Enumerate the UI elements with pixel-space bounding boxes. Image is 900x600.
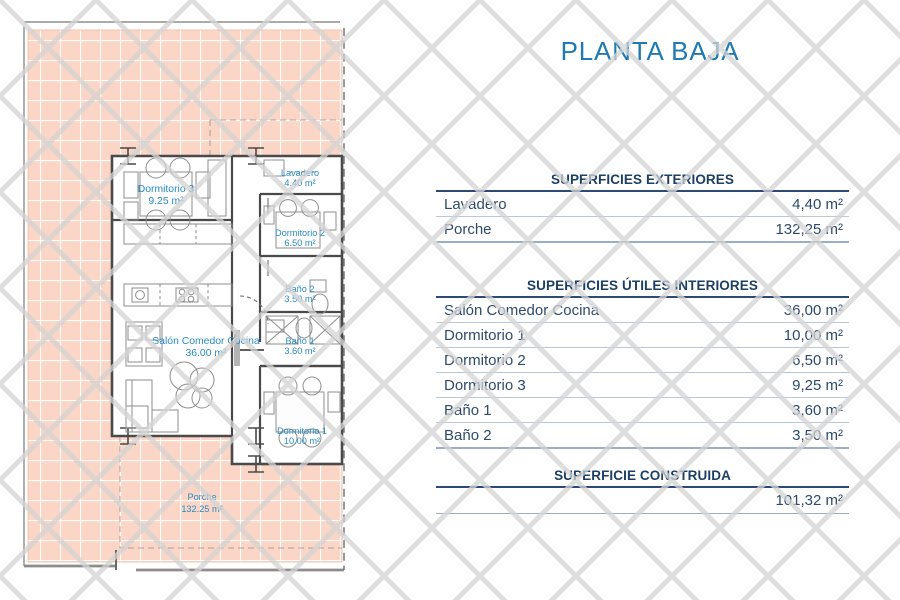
room-label-dormitorio2-area: 6.50 m²: [284, 238, 315, 248]
room-label-porche-name: Porche: [187, 492, 216, 502]
row-label: Lavadero: [444, 195, 507, 213]
floor-plan-panel: Dormitorio 3 9.25 m² Lavadero 4.40 m² Do…: [0, 0, 400, 600]
row-value: 6,50 m²: [792, 351, 843, 369]
row-value: 101,32 m²: [775, 492, 843, 509]
room-label-bano2-name: Baño 2: [285, 284, 314, 294]
row-value: 36,00 m²: [783, 301, 843, 319]
table-row: Baño 1 3,60 m²: [436, 398, 849, 423]
table-row: 101,32 m²: [436, 487, 849, 514]
row-label: Dormitorio 2: [444, 351, 526, 369]
row-label: Baño 1: [444, 401, 492, 419]
table-row: Salón Comedor Cocina 36,00 m²: [436, 297, 849, 323]
table-row: Baño 2 3,50 m²: [436, 423, 849, 449]
row-value: 9,25 m²: [792, 376, 843, 394]
row-value: 3,50 m²: [792, 426, 843, 444]
table-row: Dormitorio 2 6,50 m²: [436, 348, 849, 373]
row-label: Dormitorio 3: [444, 376, 526, 394]
row-value: 3,60 m²: [792, 401, 843, 419]
room-label-dormitorio1-name: Dormitorio 1: [277, 426, 327, 436]
room-label-salon-area: 36.00 m²: [185, 348, 227, 359]
row-value: 132,25 m²: [775, 220, 843, 238]
room-label-lavadero-name: Lavadero: [281, 168, 319, 178]
page-title: PLANTA BAJA: [560, 36, 740, 66]
exterior-surfaces-heading: SUPERFICIES EXTERIORES: [551, 172, 734, 187]
room-label-salon-name: Salón Comedor Cocina: [152, 336, 260, 347]
room-label-bano2-area: 3.50 m²: [284, 294, 315, 304]
table-row: Lavadero 4,40 m²: [436, 191, 849, 217]
exterior-surfaces-block: SUPERFICIES EXTERIORES Lavadero 4,40 m² …: [436, 172, 849, 243]
row-label: Salón Comedor Cocina: [444, 301, 600, 319]
interior-surfaces-block: SUPERFICIES ÚTILES INTERIORES Salón Come…: [436, 278, 849, 449]
table-row: Porche 132,25 m²: [436, 217, 849, 243]
built-surface-heading: SUPERFICIE CONSTRUIDA: [554, 468, 731, 483]
exterior-surfaces-table: Lavadero 4,40 m² Porche 132,25 m²: [436, 190, 849, 243]
room-label-lavadero-area: 4.40 m²: [284, 178, 315, 188]
interior-surfaces-heading: SUPERFICIES ÚTILES INTERIORES: [527, 278, 758, 293]
room-label-dormitorio1-area: 10.00 m²: [284, 436, 320, 446]
room-label-bano1-name: Baño 1: [285, 336, 314, 346]
row-value: 10,00 m²: [783, 326, 843, 344]
table-row: Dormitorio 1 10,00 m²: [436, 323, 849, 348]
room-label-dormitorio2-name: Dormitorio 2: [275, 228, 325, 238]
built-surface-block: SUPERFICIE CONSTRUIDA 101,32 m²: [436, 468, 849, 514]
room-label-porche-area: 132.25 m²: [181, 504, 222, 514]
built-surface-table: 101,32 m²: [436, 486, 849, 514]
room-label-bano1-area: 3.60 m²: [284, 346, 315, 356]
surface-info-panel: PLANTA BAJA SUPERFICIES EXTERIORES Lavad…: [400, 0, 900, 600]
row-label: Dormitorio 1: [444, 326, 526, 344]
floor-plan-drawing: Dormitorio 3 9.25 m² Lavadero 4.40 m² Do…: [23, 21, 345, 572]
room-label-dormitorio3-name: Dormitorio 3: [138, 184, 195, 195]
room-label-dormitorio3-area: 9.25 m²: [148, 196, 184, 207]
row-value: 4,40 m²: [792, 195, 843, 213]
interior-surfaces-table: Salón Comedor Cocina 36,00 m² Dormitorio…: [436, 296, 849, 449]
table-row: Dormitorio 3 9,25 m²: [436, 373, 849, 398]
row-label: Porche: [444, 220, 492, 238]
row-label: Baño 2: [444, 426, 492, 444]
